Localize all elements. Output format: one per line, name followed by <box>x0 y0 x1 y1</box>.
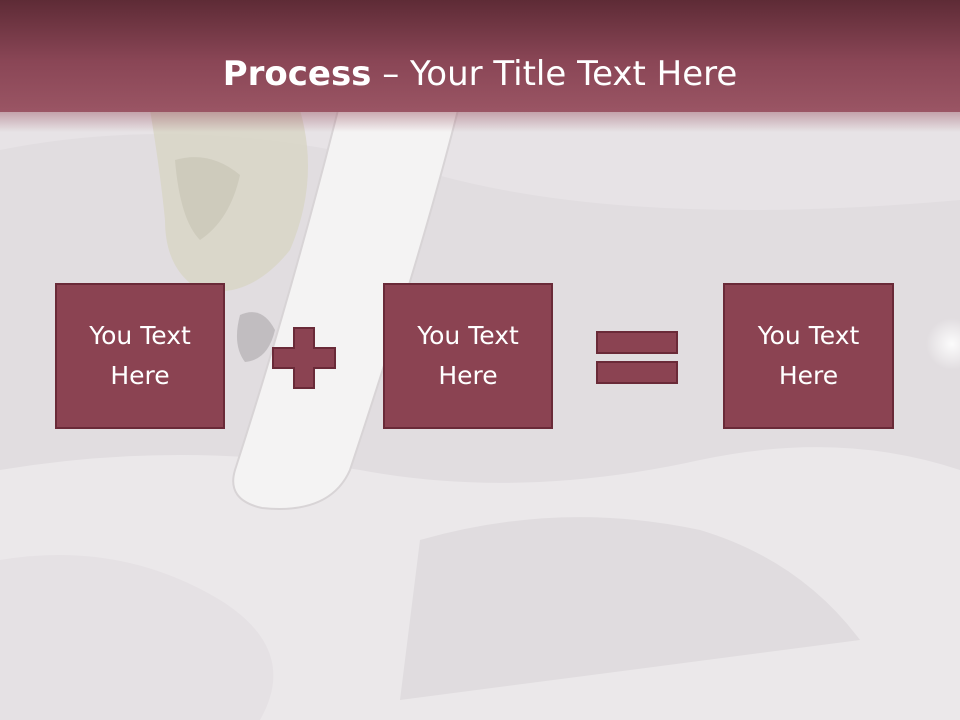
slide-title: Process – Your Title Text Here <box>0 52 960 96</box>
plus-icon <box>272 327 336 389</box>
process-box-3[interactable]: You Text Here <box>723 283 894 429</box>
title-bold: Process <box>222 54 372 94</box>
title-bar-fade <box>0 108 960 132</box>
process-box-2-label: You Text Here <box>417 321 519 390</box>
process-box-3-label: You Text Here <box>757 321 860 390</box>
process-box-1-label: You Text Here <box>89 321 191 390</box>
process-box-1[interactable]: You Text Here <box>55 283 225 429</box>
title-bar <box>0 0 960 112</box>
title-rest: – Your Title Text Here <box>371 54 738 94</box>
process-box-2[interactable]: You Text Here <box>383 283 553 429</box>
equals-icon <box>596 331 678 384</box>
